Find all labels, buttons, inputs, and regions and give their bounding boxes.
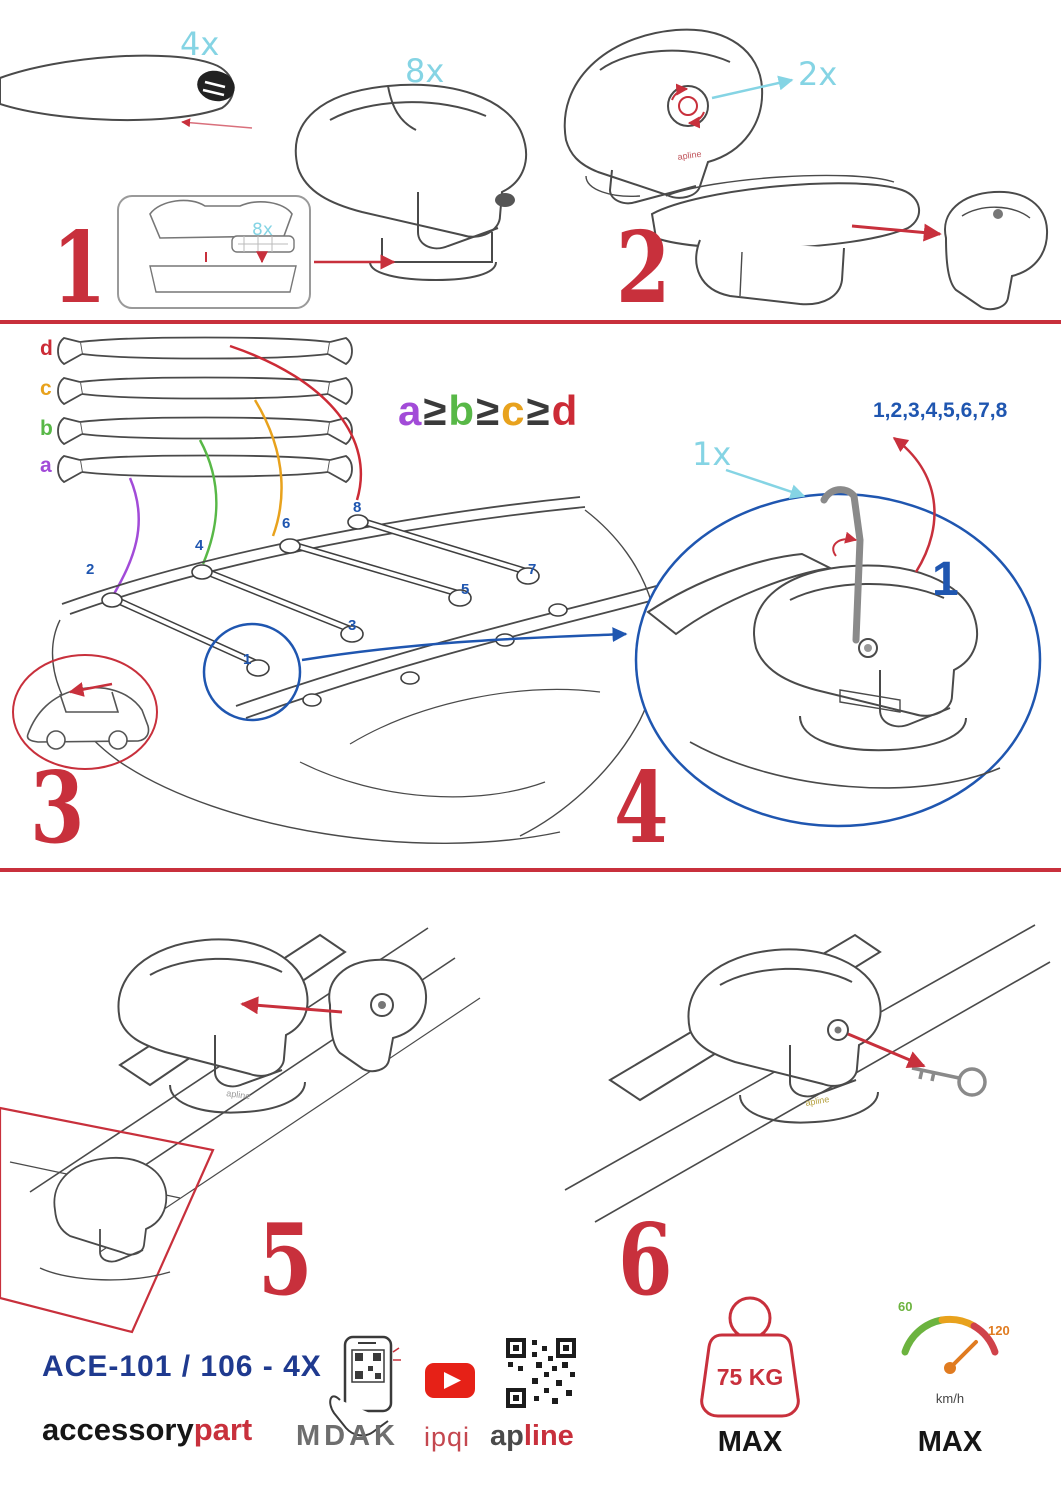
step5-art: apline: [0, 927, 481, 1334]
formula-a: a: [398, 387, 424, 434]
roof-position-6: 6: [282, 515, 291, 532]
ipqi-logo: ipqi: [424, 1422, 471, 1452]
step5-inset-foot: [9, 1157, 181, 1281]
knob-qty-arrow: [711, 75, 794, 100]
bar-label-c: c: [40, 377, 52, 400]
roof-position-8: 8: [353, 499, 362, 516]
apline-logo-gray: ap: [490, 1420, 524, 1452]
weight-icon: [700, 1296, 800, 1418]
endcap-arrow: [851, 223, 942, 242]
step1-foot-qty: 8x: [405, 52, 445, 90]
step2-foot-top: [563, 28, 764, 205]
step6-number: 6: [618, 1203, 673, 1318]
speed-low-label: 60: [898, 1299, 913, 1314]
phone-qr-icon: [329, 1335, 401, 1437]
max-speed-label: MAX: [917, 1426, 983, 1458]
tool-qty-arrow: [725, 468, 806, 499]
step5-number: 5: [258, 1203, 313, 1318]
zoom-foot-drawing: [646, 552, 1001, 789]
foot-brand-text: apline: [805, 1094, 830, 1108]
roof-crossbars: [101, 514, 568, 707]
apline-logo-red: line: [523, 1420, 574, 1452]
step1-number: 1: [52, 211, 107, 326]
model-code: ACE-101 / 106 - 4X: [42, 1350, 322, 1383]
key-icon: [911, 1066, 987, 1097]
roof-position-1: 1: [243, 651, 252, 668]
apline-logo: apline: [490, 1422, 574, 1451]
step5-foot: [117, 933, 428, 1114]
car-inset: [12, 654, 158, 770]
pad-inset: [117, 195, 311, 309]
foot-brand-text: apline: [677, 149, 702, 162]
speed-unit-label: km/h: [935, 1391, 965, 1406]
step5-inset-frame: [0, 1106, 215, 1334]
section-divider: [0, 868, 1061, 872]
speed-high-label: 120: [988, 1323, 1010, 1338]
step4-tool-qty: 1x: [692, 435, 732, 473]
sequence-arrow: [892, 436, 936, 573]
roof-position-7: 7: [528, 561, 537, 578]
bar-assignment-curves: [112, 344, 363, 595]
step2-knob-qty: 2x: [798, 55, 838, 93]
roof-position-2: 2: [86, 561, 95, 578]
step6-art: apline: [564, 924, 1051, 1223]
foot-brand-text: apline: [226, 1088, 251, 1101]
bar-label-b: b: [40, 417, 53, 440]
step5-arrow: [240, 996, 343, 1015]
bars-stack: [57, 336, 353, 484]
step1-art: [0, 54, 527, 309]
tighten-sequence: 1,2,3,4,5,6,7,8: [873, 399, 1008, 422]
rotate-arrow: [832, 531, 858, 557]
qr-code-icon: [506, 1338, 576, 1408]
step2-art: apline: [563, 28, 1049, 311]
step6-arrow: [847, 1032, 926, 1069]
accessorypart-logo-black: accessory: [42, 1412, 194, 1447]
footer-icons: [329, 1296, 999, 1437]
roof-position-5: 5: [461, 581, 470, 598]
formula-gte: ≥: [476, 387, 502, 434]
formula-gte: ≥: [423, 387, 449, 434]
step4-number: 4: [614, 751, 669, 866]
allen-key-icon: [820, 486, 864, 644]
roof-position-3: 3: [348, 617, 357, 634]
foot-drawing: [294, 83, 527, 282]
max-weight-label: MAX: [717, 1426, 783, 1458]
step4-art: [634, 436, 1042, 828]
size-order-formula: a≥b≥c≥d: [398, 390, 579, 432]
max-weight-value: 75 KG: [716, 1364, 784, 1390]
crossbar-drawing: [0, 54, 235, 122]
formula-gte: ≥: [526, 387, 552, 434]
step2-number: 2: [616, 211, 671, 326]
speedometer-icon: [901, 1315, 999, 1374]
formula-c: c: [501, 387, 527, 434]
roof-drawing: [51, 496, 666, 844]
mdak-logo: MDAK: [296, 1420, 399, 1452]
zoom-link-arrow: [301, 627, 628, 662]
bar-pointer-arrow: [181, 118, 253, 129]
step1-pad-qty: 8x: [252, 220, 273, 240]
step3-number: 3: [30, 751, 85, 866]
section-divider: [0, 320, 1061, 324]
bar-label-a: a: [40, 454, 52, 477]
accessorypart-logo-red: part: [193, 1412, 253, 1447]
roof-position-4: 4: [195, 537, 204, 554]
step3-art: [12, 336, 666, 844]
step6-foot: [608, 933, 882, 1124]
step1-bar-qty: 4x: [180, 25, 220, 63]
formula-b: b: [448, 387, 477, 434]
bar-label-d: d: [40, 337, 53, 360]
youtube-icon: [425, 1363, 475, 1398]
position1-highlight-circle: [202, 622, 302, 722]
accessorypart-logo: accessorypart: [42, 1414, 252, 1445]
step4-callout-number: 1: [932, 553, 959, 606]
step2-bar-assembly: [650, 174, 1049, 311]
formula-d: d: [551, 387, 580, 434]
knob-dial: [667, 83, 709, 129]
